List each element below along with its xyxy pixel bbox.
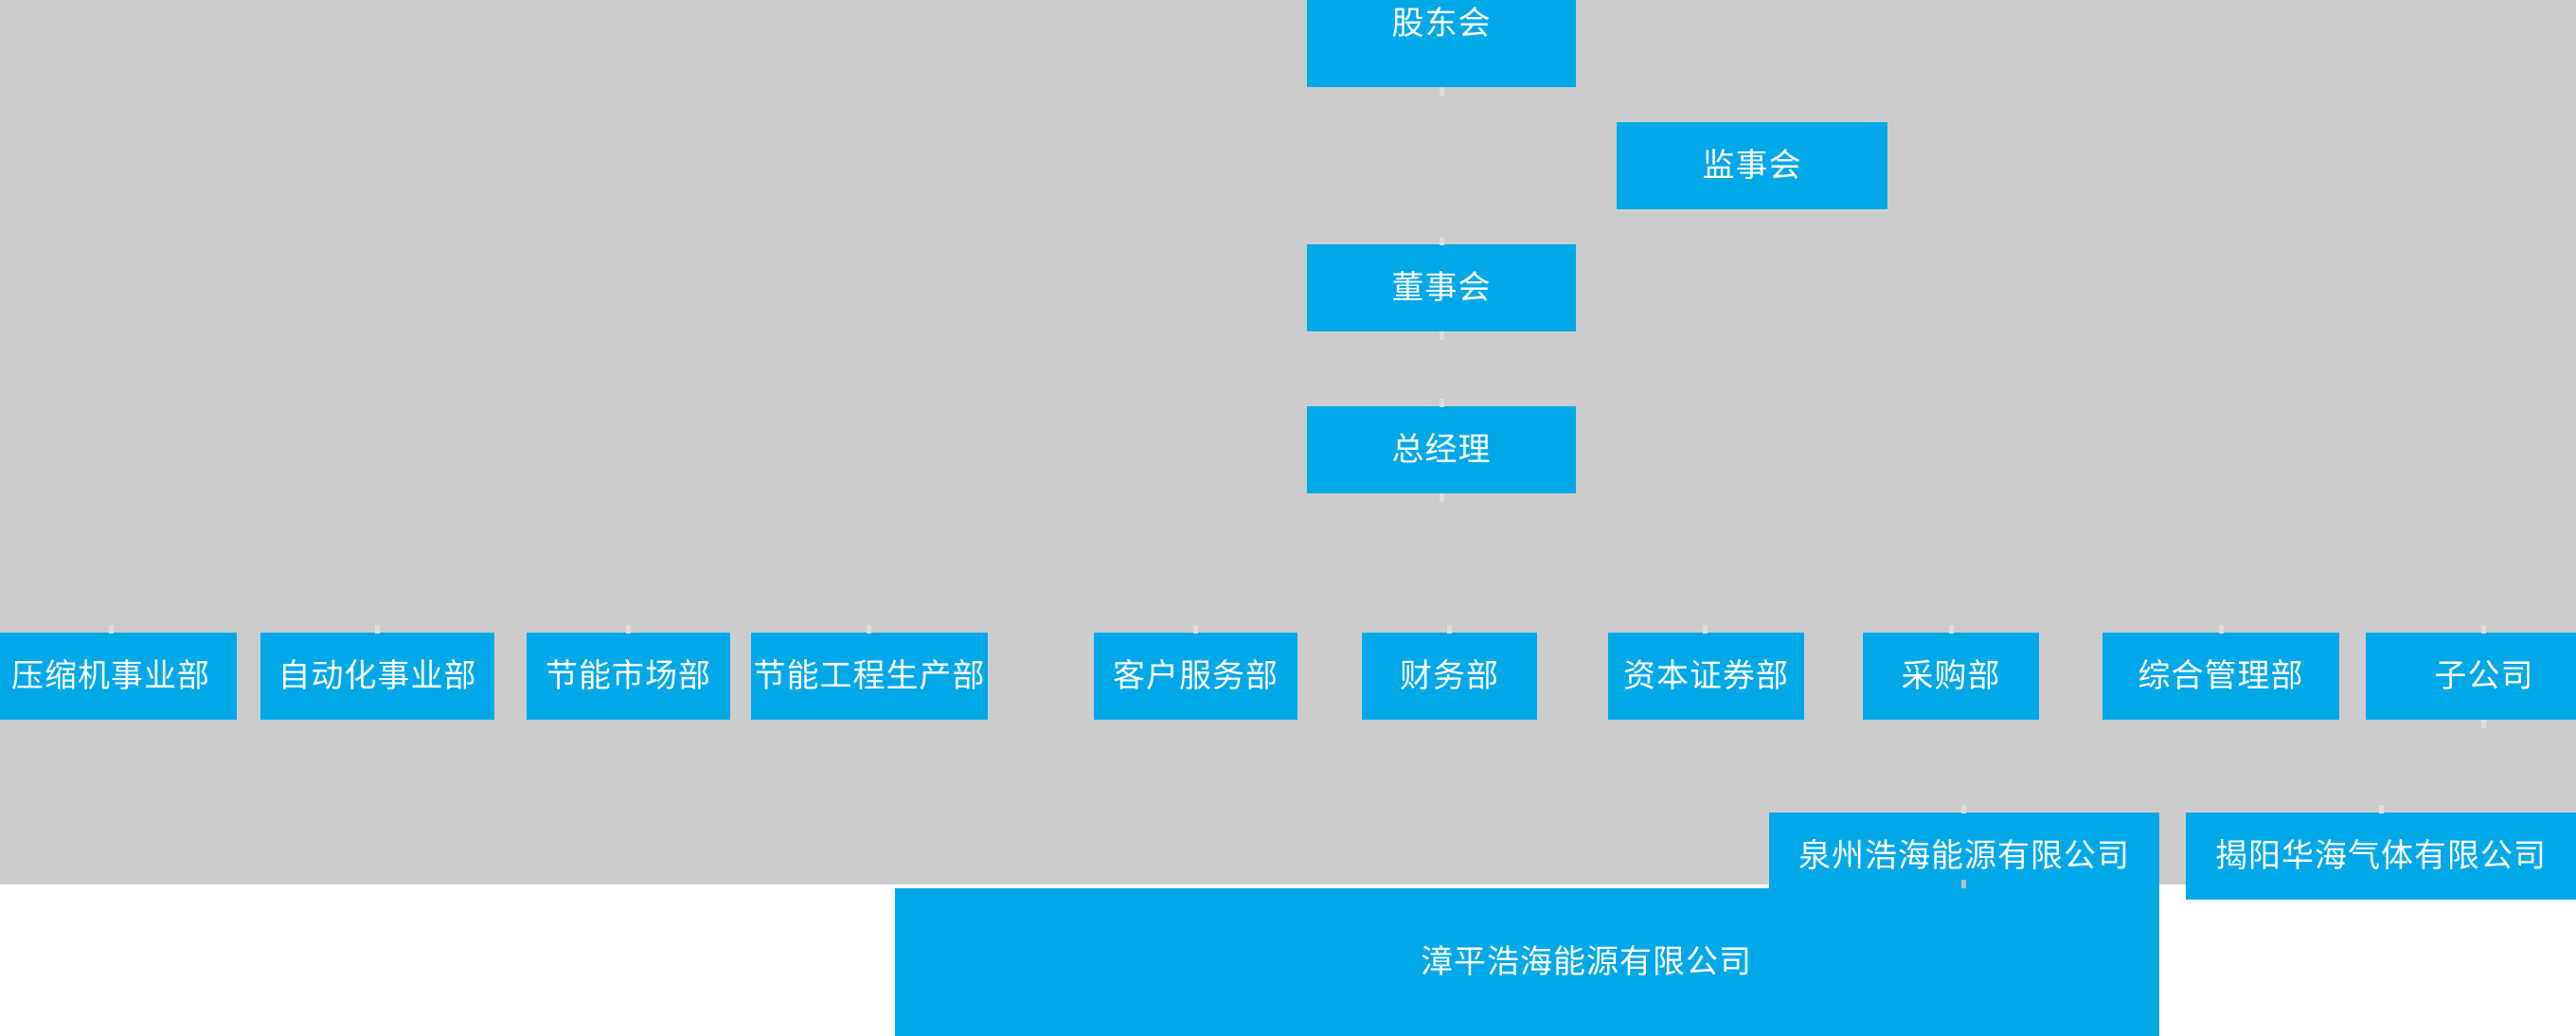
department-customer-service[interactable]: 客户服务部: [1094, 633, 1297, 720]
connector-stub-shareholders-bottom: [1440, 87, 1444, 96]
connector-stub-dept-6: [1703, 625, 1708, 634]
node-label: 客户服务部: [1113, 657, 1279, 694]
connector-stub-dept-8: [2219, 625, 2224, 634]
connector-stub-manager-top: [1440, 399, 1444, 407]
department-automation-division[interactable]: 自动化事业部: [260, 633, 494, 720]
connector-stub-dept-2: [626, 625, 631, 634]
node-label: 监事会: [1702, 147, 1802, 184]
department-procurement[interactable]: 采购部: [1863, 633, 2039, 720]
node-label: 资本证券部: [1623, 657, 1789, 694]
department-capital-securities[interactable]: 资本证券部: [1608, 633, 1804, 720]
connector-stub-dept-1: [375, 625, 380, 634]
node-label: 子公司: [2434, 657, 2534, 694]
department-energy-saving-market[interactable]: 节能市场部: [527, 633, 730, 720]
node-label: 揭阳华海气体有限公司: [2215, 837, 2547, 874]
connector-stub-manager-bottom: [1440, 493, 1444, 502]
node-label: 董事会: [1391, 269, 1492, 306]
department-compressor-division[interactable]: 压缩机事业部: [0, 633, 237, 720]
node-label: 财务部: [1400, 657, 1499, 694]
connector-stub-dept-9-bottom: [2481, 720, 2486, 728]
connector-stub-dept-3: [867, 625, 871, 634]
connector-stub-dept-9: [2481, 625, 2486, 634]
connector-stub-sub-0: [1961, 805, 1966, 813]
node-board-of-supervisors[interactable]: 监事会: [1617, 122, 1887, 209]
node-label: 总经理: [1391, 431, 1492, 468]
department-energy-saving-engineering-production[interactable]: 节能工程生产部: [751, 633, 988, 720]
subsidiary-jieyang-huahai-gas[interactable]: 揭阳华海气体有限公司: [2186, 813, 2576, 900]
department-finance[interactable]: 财务部: [1362, 633, 1537, 720]
node-general-manager[interactable]: 总经理: [1307, 406, 1576, 493]
connector-stub-dept-0: [109, 625, 114, 634]
department-general-administration[interactable]: 综合管理部: [2102, 633, 2339, 720]
node-board-of-directors[interactable]: 董事会: [1307, 244, 1576, 331]
subsidiary-zhangping-haohai-energy[interactable]: 漳平浩海能源有限公司: [895, 888, 2159, 1036]
node-label: 综合管理部: [2138, 657, 2304, 694]
chart-background-panel: [0, 0, 2576, 884]
department-subsidiaries[interactable]: 子公司: [2366, 633, 2576, 720]
node-label: 泉州浩海能源有限公司: [1798, 837, 2130, 874]
connector-stub-dept-7: [1949, 625, 1954, 634]
connector-stub-sub-1: [2379, 805, 2384, 813]
node-label: 节能工程生产部: [753, 657, 986, 694]
connector-stub-sub-2: [1961, 880, 1966, 888]
node-label: 股东会: [1391, 5, 1492, 42]
node-label: 自动化事业部: [277, 657, 477, 694]
connector-stub-dept-4: [1193, 625, 1198, 634]
node-label: 节能市场部: [546, 657, 711, 694]
connector-stub-directors-bottom: [1440, 331, 1444, 340]
node-label: 采购部: [1901, 657, 2001, 694]
node-label: 压缩机事业部: [11, 657, 210, 694]
connector-stub-directors-top: [1440, 237, 1444, 245]
connector-stub-dept-5: [1447, 625, 1452, 634]
node-label: 漳平浩海能源有限公司: [1421, 943, 1752, 980]
node-shareholders-meeting[interactable]: 股东会: [1307, 0, 1576, 87]
